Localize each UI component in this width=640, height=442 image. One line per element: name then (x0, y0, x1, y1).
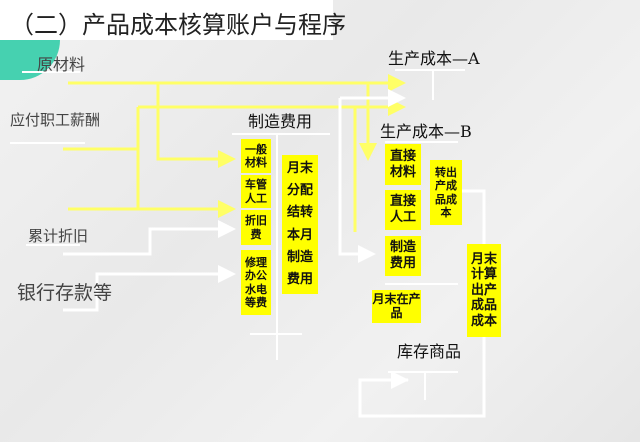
production-item: 制造费用 (385, 236, 421, 276)
source-bank-deposit: 银行存款等 (17, 282, 113, 304)
production-cost-b-header: 生产成本—B (380, 122, 472, 141)
overhead-item: 一般材料 (241, 139, 271, 173)
source-depreciation: 累计折旧 (28, 227, 89, 245)
source-payroll: 应付职工薪酬 (10, 111, 101, 129)
t-accounts (10, 69, 465, 400)
inventory-header: 库存商品 (397, 342, 462, 361)
overhead-allocation: 月末分配结转本月制造费用 (282, 155, 318, 294)
production-item: 直接人工 (385, 190, 421, 230)
overhead-header: 制造费用 (248, 112, 313, 131)
title-banner (0, 0, 333, 40)
overhead-item: 车管人工 (241, 175, 271, 208)
page-title: （二）产品成本核算账户与程序 (10, 11, 346, 39)
wip-box: 月末在产品 (372, 290, 421, 323)
white-arrows (63, 89, 486, 418)
yellow-arrows (63, 74, 406, 232)
production-cost-a-header: 生产成本—A (388, 49, 480, 68)
production-item: 直接材料 (385, 144, 421, 185)
overhead-item: 折旧费 (241, 210, 271, 245)
source-raw-material: 原材料 (37, 55, 86, 74)
month-end-calc-box: 月末计算出产成品成本 (467, 244, 501, 337)
overhead-item: 修理办公水电等费 (241, 250, 271, 315)
transfer-out-box: 转出产成品成本 (430, 160, 462, 225)
